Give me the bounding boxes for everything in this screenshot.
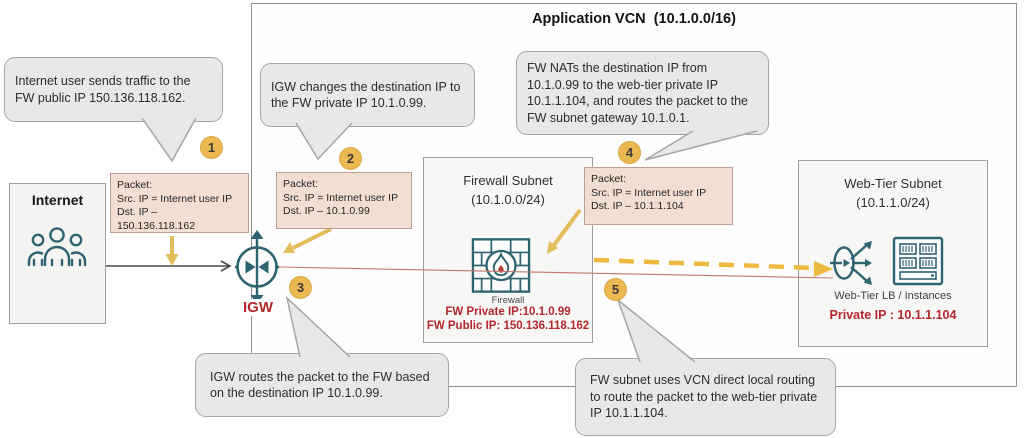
internet-box: [9, 183, 106, 324]
server-instances-icon: [892, 236, 944, 286]
internet-users-icon: [27, 227, 87, 267]
step-badge-5: 5: [604, 278, 627, 301]
internet-title: Internet: [31, 192, 84, 208]
packet1-line4: 150.136.118.162: [117, 219, 196, 232]
callout4-text: FW NATs the destination IP from 10.1.0.9…: [527, 61, 748, 125]
webtier-icon-caption: Web-Tier LB / Instances: [834, 290, 952, 302]
load-balancer-icon: [830, 241, 872, 285]
callout-step-3: IGW routes the packet to the FW based on…: [195, 353, 449, 417]
packet3-line3: Dst. IP – 10.1.1.104: [591, 200, 684, 213]
webtier-private-ip: Private IP : 10.1.1.104: [829, 308, 957, 322]
step-badge-4: 4: [618, 141, 641, 164]
packet1-line2: Src. IP = Internet user IP: [117, 192, 233, 205]
firewall-icon: [471, 238, 531, 293]
webtier-subnet-cidr: (10.1.1.0/24): [856, 194, 930, 210]
firewall-subnet-title: Firewall Subnet (10.1.0.0/24): [423, 172, 593, 210]
packet1-down-arrow: [165, 236, 179, 266]
callout-step-1: Internet user sends traffic to the FW pu…: [4, 57, 223, 122]
step-badge-2: 2: [339, 147, 362, 170]
packet-note-2: Packet: Src. IP = Internet user IP Dst. …: [276, 172, 412, 229]
packet1-line3: Dst. IP –: [117, 206, 158, 219]
step-badge-1: 1: [200, 136, 223, 159]
callout3-text: IGW routes the packet to the FW based on…: [210, 369, 430, 401]
callout-step-2: IGW changes the destination IP to the FW…: [260, 63, 475, 127]
callout2-text: IGW changes the destination IP to the FW…: [271, 79, 461, 111]
packet2-line3: Dst. IP – 10.1.0.99: [283, 205, 370, 218]
packet-note-3: Packet: Src. IP = Internet user IP Dst. …: [584, 167, 733, 225]
packet2-line1: Packet:: [283, 178, 319, 190]
webtier-subnet-title: Web-Tier Subnet (10.1.1.0/24): [798, 175, 988, 213]
packet2-line2: Src. IP = Internet user IP: [283, 191, 399, 204]
packet-note-1: Packet: Src. IP = Internet user IP Dst. …: [110, 173, 249, 233]
callout-step-4: FW NATs the destination IP from 10.1.0.9…: [516, 51, 769, 135]
packet3-line1: Packet:: [591, 173, 627, 185]
callout1-text: Internet user sends traffic to the FW pu…: [15, 74, 191, 105]
internet-gateway-icon: [235, 230, 279, 304]
firewall-subnet-name: Firewall Subnet: [463, 173, 553, 188]
firewall-subnet-cidr: (10.1.0.0/24): [471, 191, 545, 207]
packet1-line1: Packet:: [117, 179, 153, 191]
webtier-subnet-name: Web-Tier Subnet: [844, 176, 942, 191]
callout5-text: FW subnet uses VCN direct local routing …: [590, 373, 818, 421]
step-badge-3: 3: [289, 276, 312, 299]
internet-to-igw-line: [106, 260, 232, 272]
callout-step-5: FW subnet uses VCN direct local routing …: [575, 358, 836, 436]
firewall-public-ip: FW Public IP: 150.136.118.162: [426, 320, 590, 332]
igw-label: IGW: [236, 299, 280, 316]
packet3-line2: Src. IP = Internet user IP: [591, 186, 707, 199]
vcn-title: Application VCN (10.1.0.0/16): [532, 11, 736, 27]
firewall-private-ip: FW Private IP:10.1.0.99: [445, 306, 571, 318]
firewall-icon-caption: Firewall: [491, 295, 525, 306]
